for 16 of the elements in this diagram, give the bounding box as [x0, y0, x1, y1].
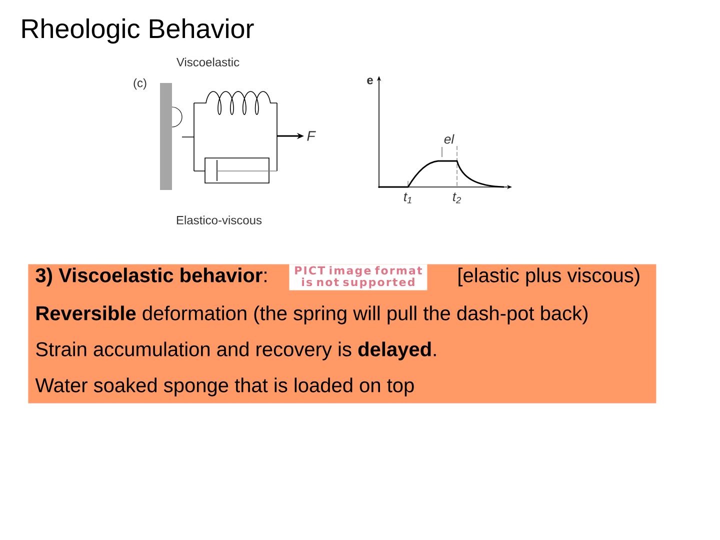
body-text: Water soaked sponge that is loaded on top: [35, 378, 414, 396]
time-label: t$_{1}$: [404, 192, 412, 204]
time-label: t$_{2}$: [453, 192, 461, 204]
heading: 3) Viscoelastic behavior:: [36, 268, 266, 286]
placeholder-image-box: PICT image format is not supported: [289, 264, 428, 290]
panel-letter: (c): [134, 78, 146, 90]
body-text: Strain accumulation and recovery is delayed.: [36, 342, 436, 360]
note-text: [elastic plus viscous): [458, 268, 640, 286]
caption: Viscoelastic: [176, 58, 240, 66]
title: Rheologic Behavior: [22, 18, 254, 44]
caption: Elastico-viscous: [176, 216, 262, 224]
axis-label: e: [367, 78, 373, 84]
node-label: PICT image format is not supported: [295, 266, 422, 288]
body-text: Reversible deformation (the spring will pull the dash-pot back): [36, 306, 588, 324]
curve-label: el: [444, 134, 454, 144]
force-label: F: [307, 131, 316, 141]
